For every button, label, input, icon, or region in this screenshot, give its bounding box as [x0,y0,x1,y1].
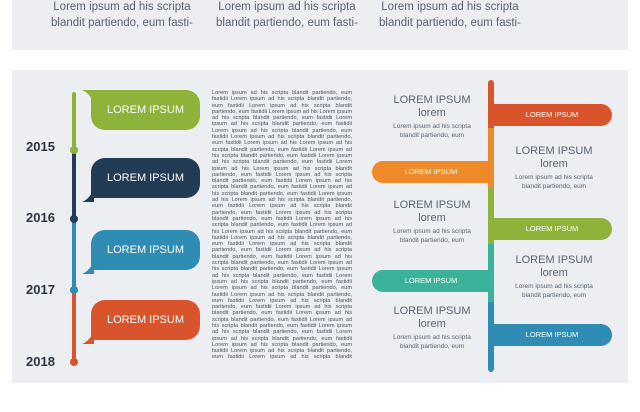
bubble-tail [82,332,94,344]
timeline-bubble-2: LOREM IPSUM [91,158,200,198]
block-title: LOREM IPSUM [393,199,471,211]
right-tab-3: LOREM IPSUM [492,218,612,240]
block-title: LOREM IPSUM [393,94,471,106]
block-body: Lorem ipsum ad his scripta [393,228,471,235]
right-tab-2: LOREM IPSUM [372,161,490,183]
block-title: LOREM IPSUM [393,305,471,317]
timeline-bubble-4: LOREM IPSUM [91,300,200,340]
bubble-tail [82,262,94,274]
timeline-dot-2018 [70,358,78,366]
top-text-line: Lorem ipsum ad his scripta [53,1,191,13]
top-text-column-2: Lorem ipsum ad his scripta blandit parti… [207,0,367,31]
timeline-dot-2016 [70,215,78,223]
year-label: 2015 [26,139,55,154]
block-body: Lorem ipsum ad his scripta [515,174,593,181]
right-tab-4: LOREM IPSUM [372,270,490,292]
spine-segment-teal [488,244,494,302]
timeline-segment-blue [72,218,76,290]
bubble-tail [82,190,94,202]
block-body: Lorem ipsum ad his scripta [393,334,471,341]
timeline-dot-2017 [70,286,78,294]
right-text-block-2: LOREM IPSUM lorem Lorem ipsum ad his scr… [498,145,610,191]
top-text-line: Lorem ipsum ad his scripta [381,1,519,13]
top-text-column-1: Lorem ipsum ad his scripta blandit parti… [42,0,202,31]
block-subtitle: lorem [540,158,568,170]
right-text-block-4: LOREM IPSUM lorem Lorem ipsum ad his scr… [498,254,610,300]
block-title: LOREM IPSUM [515,254,593,266]
right-tab-5: LOREM IPSUM [492,324,612,346]
right-text-block-5: LOREM IPSUM lorem Lorem ipsum ad his scr… [376,305,488,351]
timeline-bubble-1: LOREM IPSUM [91,90,200,130]
year-label: 2018 [26,354,55,369]
timeline-dot-2015 [70,146,78,154]
right-tab-1: LOREM IPSUM [492,104,612,126]
timeline-segment-green [72,92,76,150]
top-text-column-3: Lorem ipsum ad his scripta blandit parti… [370,0,530,31]
timeline-bubble-3: LOREM IPSUM [91,230,200,270]
timeline-segment-navy [72,150,76,218]
right-text-block-1: LOREM IPSUM lorem Lorem ipsum ad his scr… [376,94,488,140]
timeline-segment-orange [72,290,76,364]
year-label: 2017 [26,282,55,297]
top-text-line: Lorem ipsum ad his scripta [218,1,356,13]
year-label: 2016 [26,210,55,225]
top-text-line: blandit partiendo, eum fasti- [216,17,358,29]
block-body: blandit partiendo, eum [521,292,587,299]
spine-segment-orange [488,128,494,188]
block-subtitle: lorem [540,267,568,279]
spine-segment-blue [488,302,494,372]
right-text-block-3: LOREM IPSUM lorem Lorem ipsum ad his scr… [376,199,488,245]
block-body: blandit partiendo, eum [399,343,465,350]
block-title: LOREM IPSUM [515,145,593,157]
spine-segment-red [488,80,494,128]
top-text-line: blandit partiendo, eum fasti- [379,17,521,29]
block-body: blandit partiendo, eum [399,132,465,139]
block-body: blandit partiendo, eum [521,183,587,190]
top-text-strip: Lorem ipsum ad his scripta blandit parti… [12,0,628,50]
block-body: Lorem ipsum ad his scripta [515,283,593,290]
block-subtitle: lorem [418,212,446,224]
spine-segment-green [488,188,494,244]
block-body: Lorem ipsum ad his scripta [393,123,471,130]
infographic-panel: 2015 2016 2017 2018 LOREM IPSUM LOREM IP… [12,70,628,383]
block-subtitle: lorem [418,107,446,119]
block-subtitle: lorem [418,318,446,330]
body-text-column: Lorem ipsum ad his scripta blandit parti… [212,90,352,360]
top-text-line: blandit partiendo, eum fasti- [51,17,193,29]
block-body: blandit partiendo, eum [399,237,465,244]
